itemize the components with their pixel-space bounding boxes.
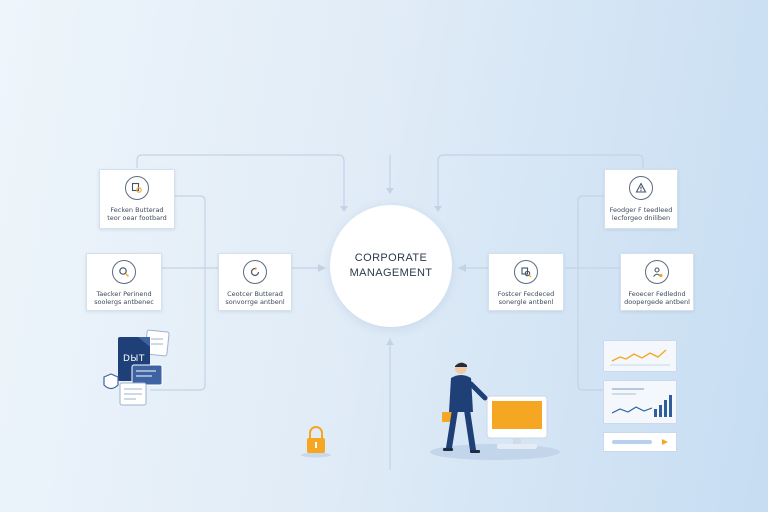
- card-caption-line1: Feodger F teedleed: [609, 206, 673, 214]
- card-caption-line1: Ceotcer Butterad: [227, 290, 283, 298]
- progress-bar-icon: [612, 439, 668, 445]
- alert-icon: [629, 176, 653, 200]
- card-caption-line2: sonvorrge antbenl: [225, 298, 285, 306]
- card-caption-line1: Fostcer Fecdeced: [497, 290, 555, 298]
- document-label: DЫT: [123, 354, 145, 364]
- card-caption-line1: Fecken Butterad: [110, 206, 164, 214]
- refresh-icon: [243, 260, 267, 284]
- card-caption-line1: Taecker Perinend: [96, 290, 152, 298]
- card-caption-line2: sonergle antbenl: [498, 298, 554, 306]
- search-icon: [514, 260, 538, 284]
- padlock-icon: [301, 426, 331, 458]
- card-caption-line2: lecforgeo dniliben: [611, 214, 671, 222]
- person-icon: [645, 260, 669, 284]
- search-icon: [112, 260, 136, 284]
- card-caption-line2: doopergede antbenl: [624, 298, 690, 306]
- card-inner-left[interactable]: Ceotcer Butterad sonvorrge antbenl: [218, 253, 292, 311]
- center-node-corporate-management[interactable]: CORPORATE MANAGEMENT: [330, 205, 452, 327]
- card-inner-right[interactable]: Fostcer Fecdeced sonergle antbenl: [488, 253, 564, 311]
- card-top-left[interactable]: Fecken Butterad teor oear footbard: [99, 169, 175, 229]
- card-top-right[interactable]: Feodger F teedleed lecforgeo dniliben: [604, 169, 678, 229]
- document-stack-illustration: [103, 329, 170, 406]
- card-caption-line2: soolergs antbenec: [94, 298, 154, 306]
- card-caption-line1: Feoecer Fedlednd: [628, 290, 686, 298]
- panel-bar-chart[interactable]: [603, 380, 677, 424]
- panel-progress[interactable]: [603, 432, 677, 452]
- businessman-computer-illustration: [430, 362, 560, 460]
- bar-chart-icon: [611, 388, 672, 417]
- search-document-icon: [125, 176, 149, 200]
- card-caption-line2: teor oear footbard: [107, 214, 167, 222]
- card-mid-left[interactable]: Taecker Perinend soolergs antbenec: [86, 253, 162, 311]
- center-title-line1: CORPORATE: [354, 252, 428, 264]
- card-mid-right[interactable]: Feoecer Fedlednd doopergede antbenl: [620, 253, 694, 311]
- trend-line-icon: [610, 349, 670, 366]
- center-title-line2: MANAGEMENT: [349, 267, 433, 279]
- panel-line-chart[interactable]: [603, 340, 677, 372]
